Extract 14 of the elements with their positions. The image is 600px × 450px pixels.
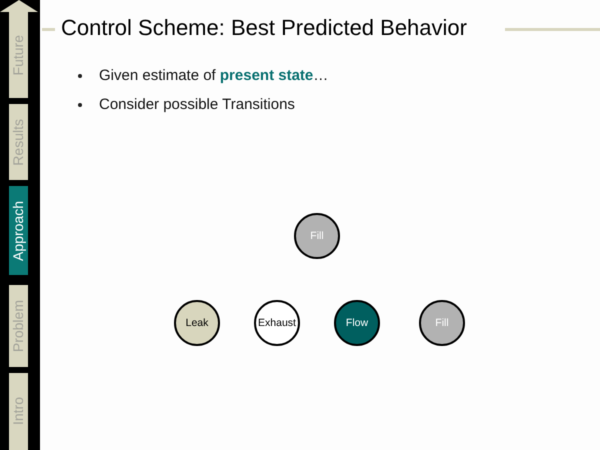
nav-tab [9, 285, 28, 367]
nav-tab [9, 373, 28, 450]
node-label: Leak [186, 318, 208, 328]
active-nav-tab [9, 186, 28, 275]
node-label: Flow [346, 318, 368, 328]
nav-tab-label: Approach [9, 200, 27, 260]
nav-tab [9, 104, 28, 180]
bullet-text: Given estimate of present state… [99, 66, 328, 86]
bullet-text: Consider possible Transitions [99, 95, 295, 115]
node-label: Fill [310, 230, 324, 242]
nav-arrow-tab [0, 0, 38, 98]
slide-title: Control Scheme: Best Predicted Behavior [61, 14, 467, 42]
node-label: Fill [435, 318, 449, 328]
node-label: Exhaust [258, 318, 296, 328]
